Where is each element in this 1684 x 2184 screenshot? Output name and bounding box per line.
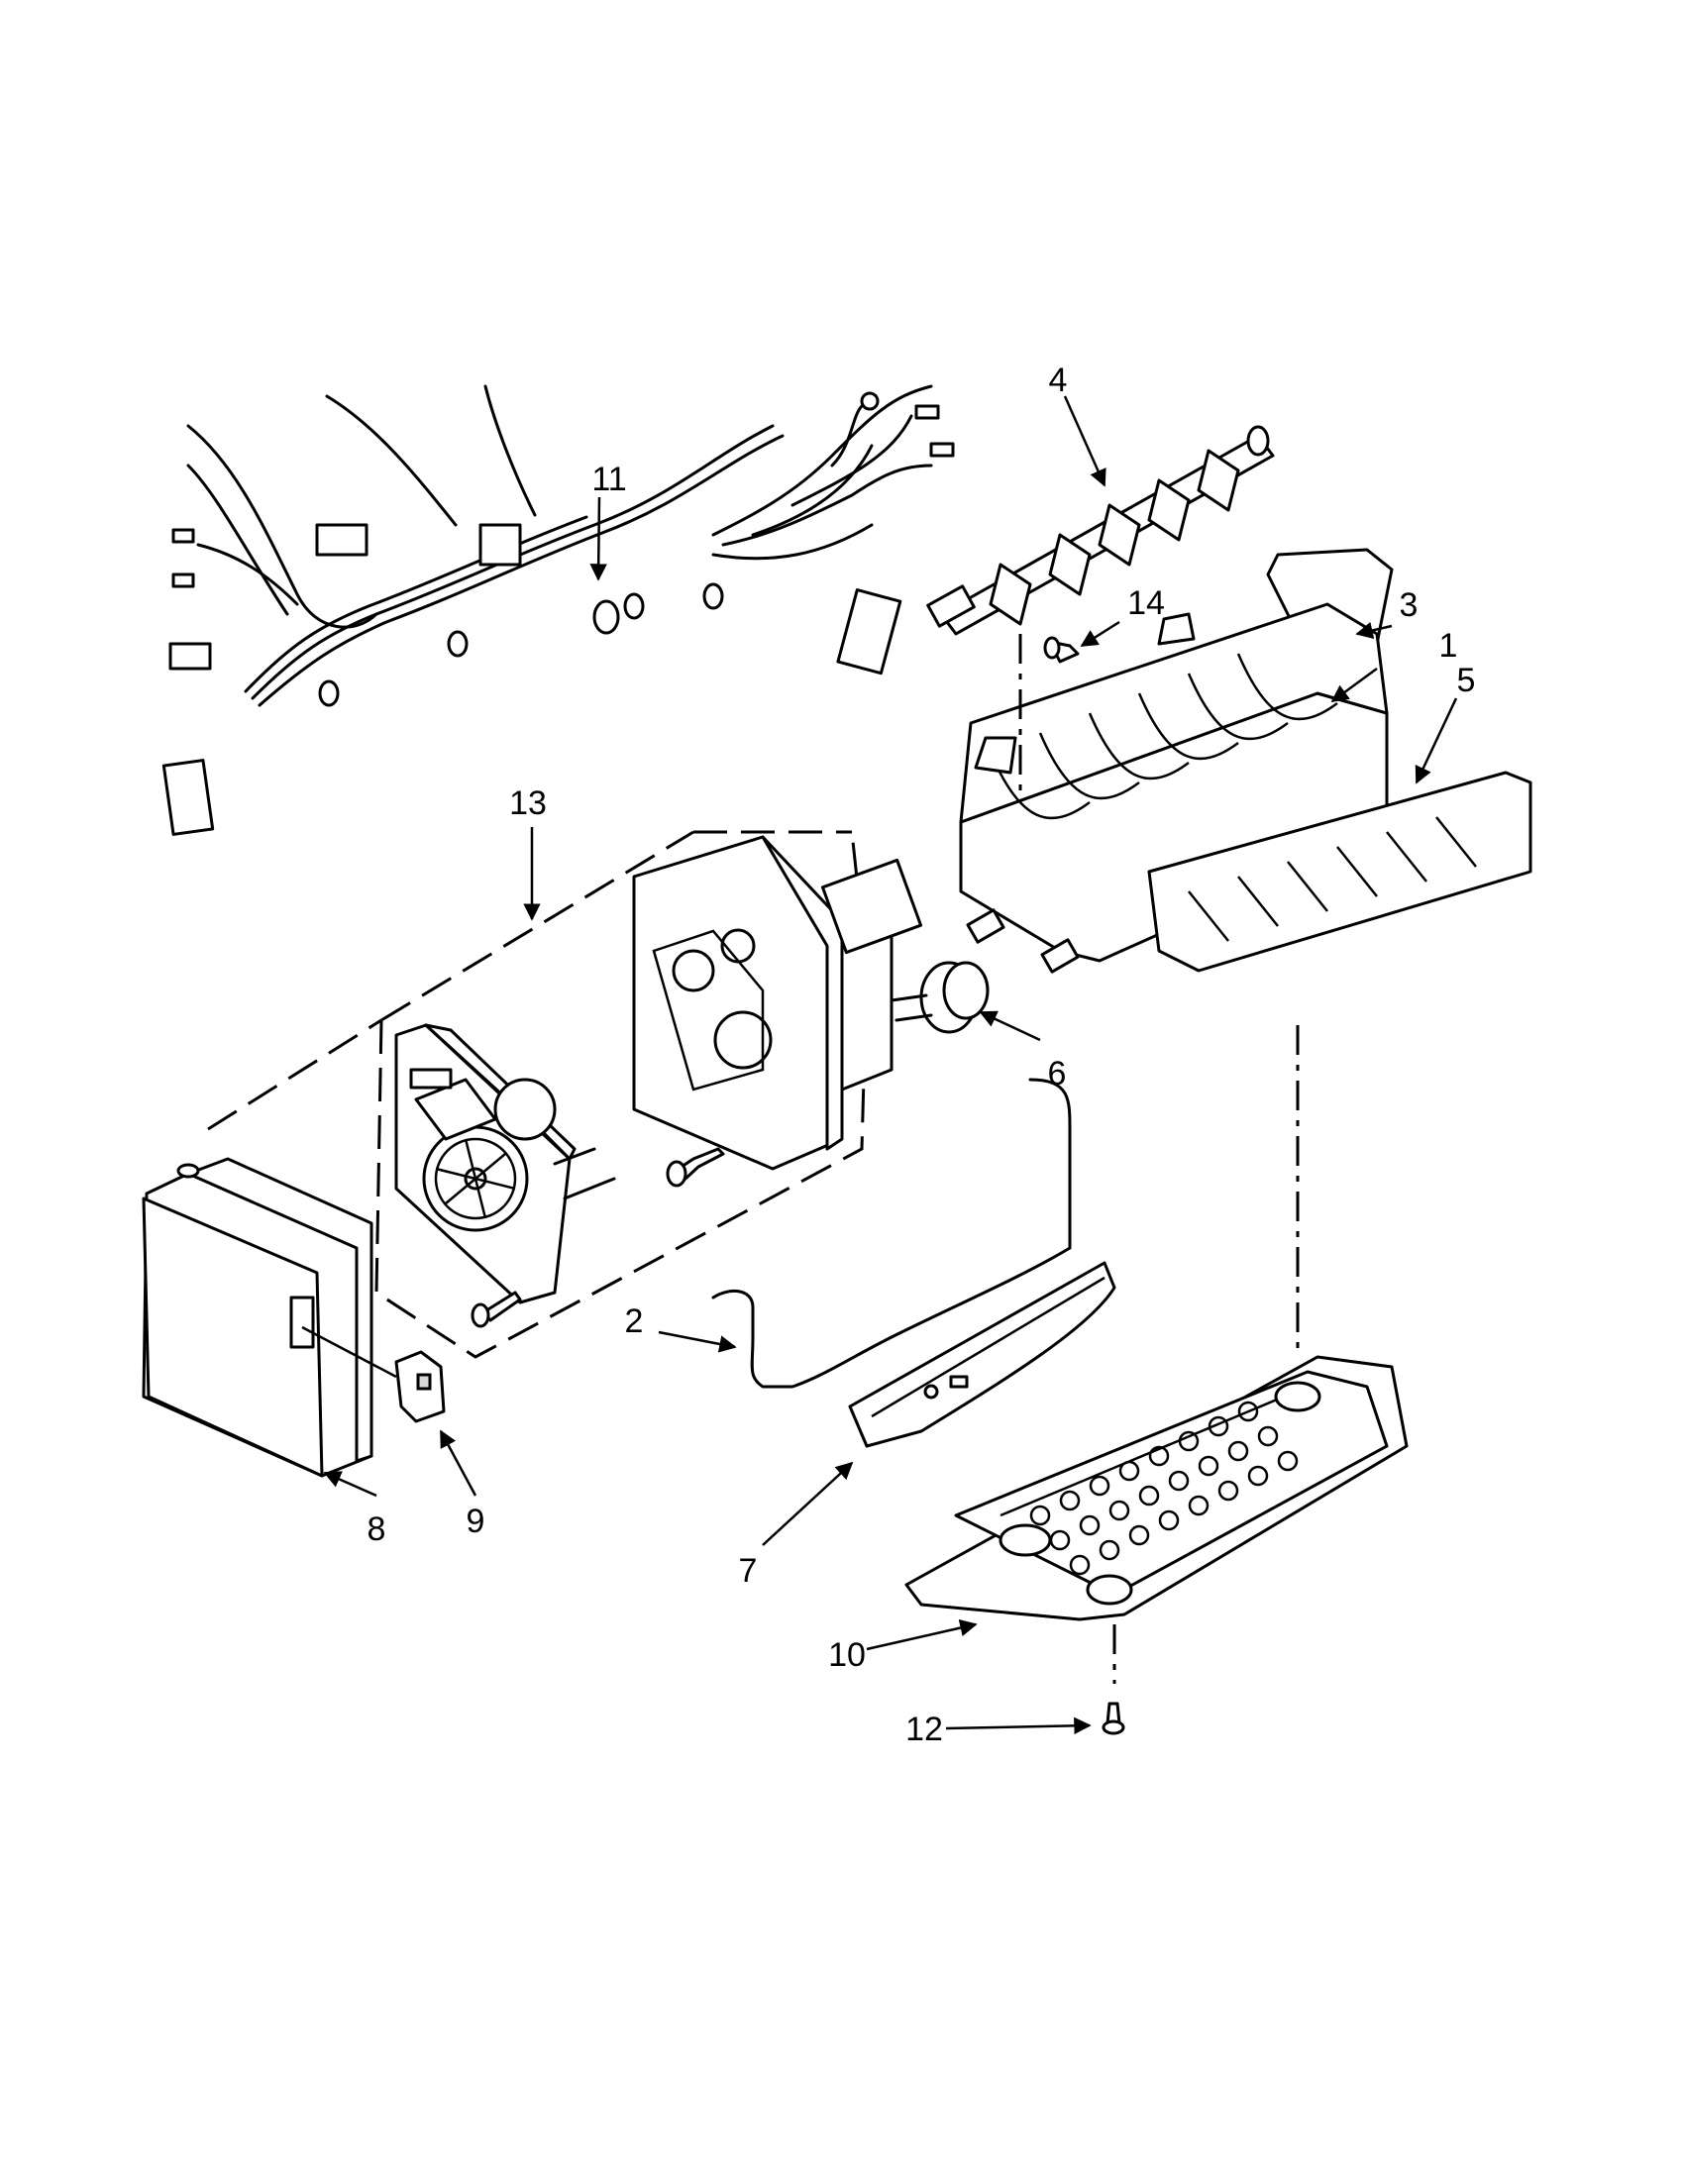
- callout-11: 11: [591, 461, 626, 498]
- switch: [394, 1350, 446, 1423]
- callout-9: 9: [467, 1503, 485, 1540]
- callout-13: 13: [509, 784, 547, 822]
- ice-mold: [959, 602, 1389, 963]
- callout-10: 10: [828, 1636, 866, 1674]
- callout-2: 2: [625, 1302, 644, 1340]
- callout-3: 3: [1400, 586, 1419, 624]
- shutoff-bail: [848, 1261, 1116, 1448]
- screw: [666, 1147, 725, 1188]
- front-cover: [142, 1157, 397, 1478]
- motor-faceplate: [394, 1023, 616, 1304]
- screw: [471, 1291, 522, 1328]
- ice-cube-grid: [1029, 1401, 1299, 1576]
- bucket-base: [904, 1355, 1409, 1621]
- callout-7: 7: [739, 1552, 758, 1590]
- module-housing: [632, 835, 923, 1171]
- callout-8: 8: [368, 1510, 386, 1548]
- callout-labels: 1 2 3 4 5 6 7 8 9 10 11 12 13 14: [368, 362, 1476, 1748]
- mold-cover: [1147, 771, 1532, 973]
- shut-off-arm: [711, 1078, 1072, 1389]
- module-outline: [374, 830, 869, 1359]
- screw: [1102, 1702, 1125, 1735]
- callout-1: 1: [1439, 627, 1458, 665]
- thermostat: [890, 908, 1080, 1034]
- screw: [1043, 636, 1080, 664]
- callout-5: 5: [1457, 662, 1476, 699]
- ejector-shaft: [926, 425, 1275, 636]
- callout-4: 4: [1049, 362, 1068, 399]
- callout-14: 14: [1127, 584, 1165, 622]
- callout-6: 6: [1048, 1055, 1067, 1092]
- callout-12: 12: [905, 1711, 943, 1748]
- wire-harness: [161, 384, 955, 836]
